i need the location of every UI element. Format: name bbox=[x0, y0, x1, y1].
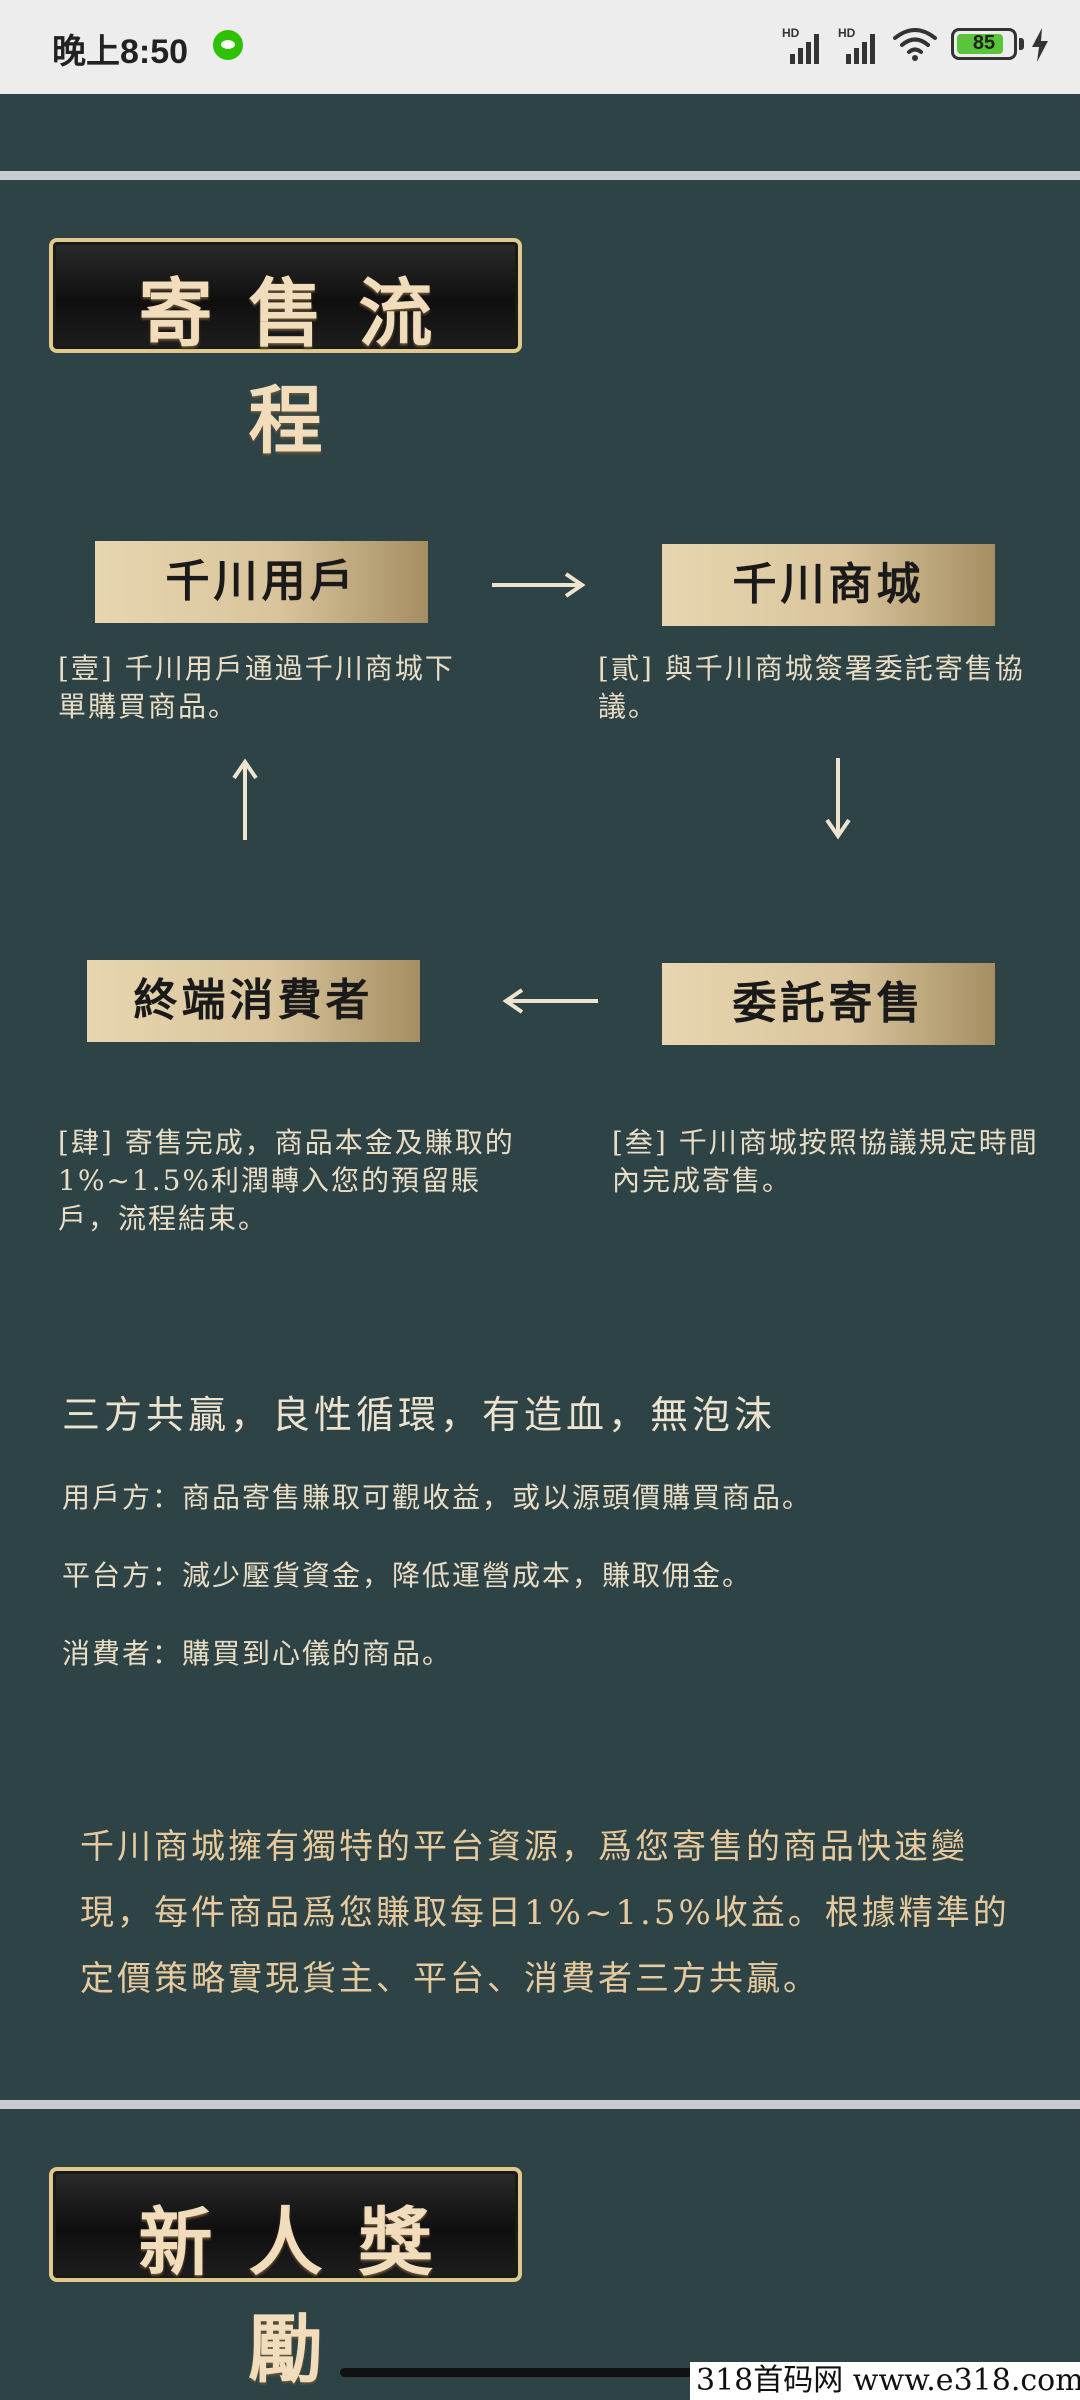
node-qianchuan-user: 千川用戶 bbox=[95, 541, 428, 623]
wechat-notification-icon bbox=[213, 30, 243, 60]
status-bar: 晚上8:50 HD HD 85 bbox=[0, 0, 1080, 94]
battery-level: 85 bbox=[972, 32, 996, 54]
step-1-text: [壹] 千川用戶通過千川商城下單購買商品。 bbox=[58, 652, 455, 723]
bullet-user-side: 用戶方：商品寄售賺取可觀收益，或以源頭價購買商品。 bbox=[62, 1481, 813, 1514]
summary-paragraph: 千川商城擁有獨特的平台資源，爲您寄售的商品快速變現，每件商品爲您賺取每日1%~1… bbox=[80, 1827, 1010, 1999]
cell-signal-icon-1: HD bbox=[782, 26, 826, 64]
node-end-consumer: 終端消費者 bbox=[87, 960, 420, 1042]
step-3-text: [叁] 千川商城按照協議規定時間內完成寄售。 bbox=[612, 1126, 1039, 1197]
hd-label-1: HD bbox=[782, 26, 800, 40]
consign-flow-title: 寄售流程 bbox=[138, 271, 469, 464]
arrow-right-icon bbox=[492, 572, 586, 598]
battery-fill bbox=[957, 34, 1003, 54]
bullet-platform-side: 平台方：減少壓貨資金，降低運營成本，賺取佣金。 bbox=[62, 1559, 753, 1592]
charging-icon bbox=[1032, 28, 1048, 62]
step-4-text: [肆] 寄售完成，商品本金及賺取的1%~1.5%利潤轉入您的預留賬戶，流程結束。 bbox=[58, 1126, 515, 1235]
battery-nub bbox=[1019, 38, 1024, 50]
home-indicator[interactable] bbox=[340, 2368, 740, 2377]
bullet-consumer-side: 消費者：購買到心儀的商品。 bbox=[62, 1637, 453, 1670]
status-time: 晚上8:50 bbox=[52, 33, 189, 71]
arrow-down-icon bbox=[825, 758, 851, 840]
new-user-reward-title: 新人獎勵 bbox=[138, 2200, 469, 2393]
consign-flow-title-plaque: 寄售流程 bbox=[49, 238, 522, 464]
arrow-left-icon bbox=[502, 988, 598, 1014]
node-consignment: 委託寄售 bbox=[662, 963, 995, 1045]
win-win-headline: 三方共贏，良性循環，有造血，無泡沫 bbox=[62, 1393, 777, 1437]
section-divider-bottom bbox=[0, 2100, 1080, 2109]
step-2-text: [貳] 與千川商城簽署委託寄售協議。 bbox=[598, 652, 1025, 723]
site-watermark: 318首码网 www.e318.com bbox=[690, 2362, 1080, 2400]
wifi-icon bbox=[893, 28, 937, 61]
section-divider-top bbox=[0, 171, 1080, 180]
hd-label-2: HD bbox=[838, 26, 856, 40]
new-user-reward-title-plaque: 新人獎勵 bbox=[49, 2167, 522, 2393]
arrow-up-icon bbox=[232, 758, 258, 840]
battery-icon: 85 bbox=[951, 28, 1017, 60]
cell-signal-icon-2: HD bbox=[838, 26, 882, 64]
node-qianchuan-mall: 千川商城 bbox=[662, 544, 995, 626]
